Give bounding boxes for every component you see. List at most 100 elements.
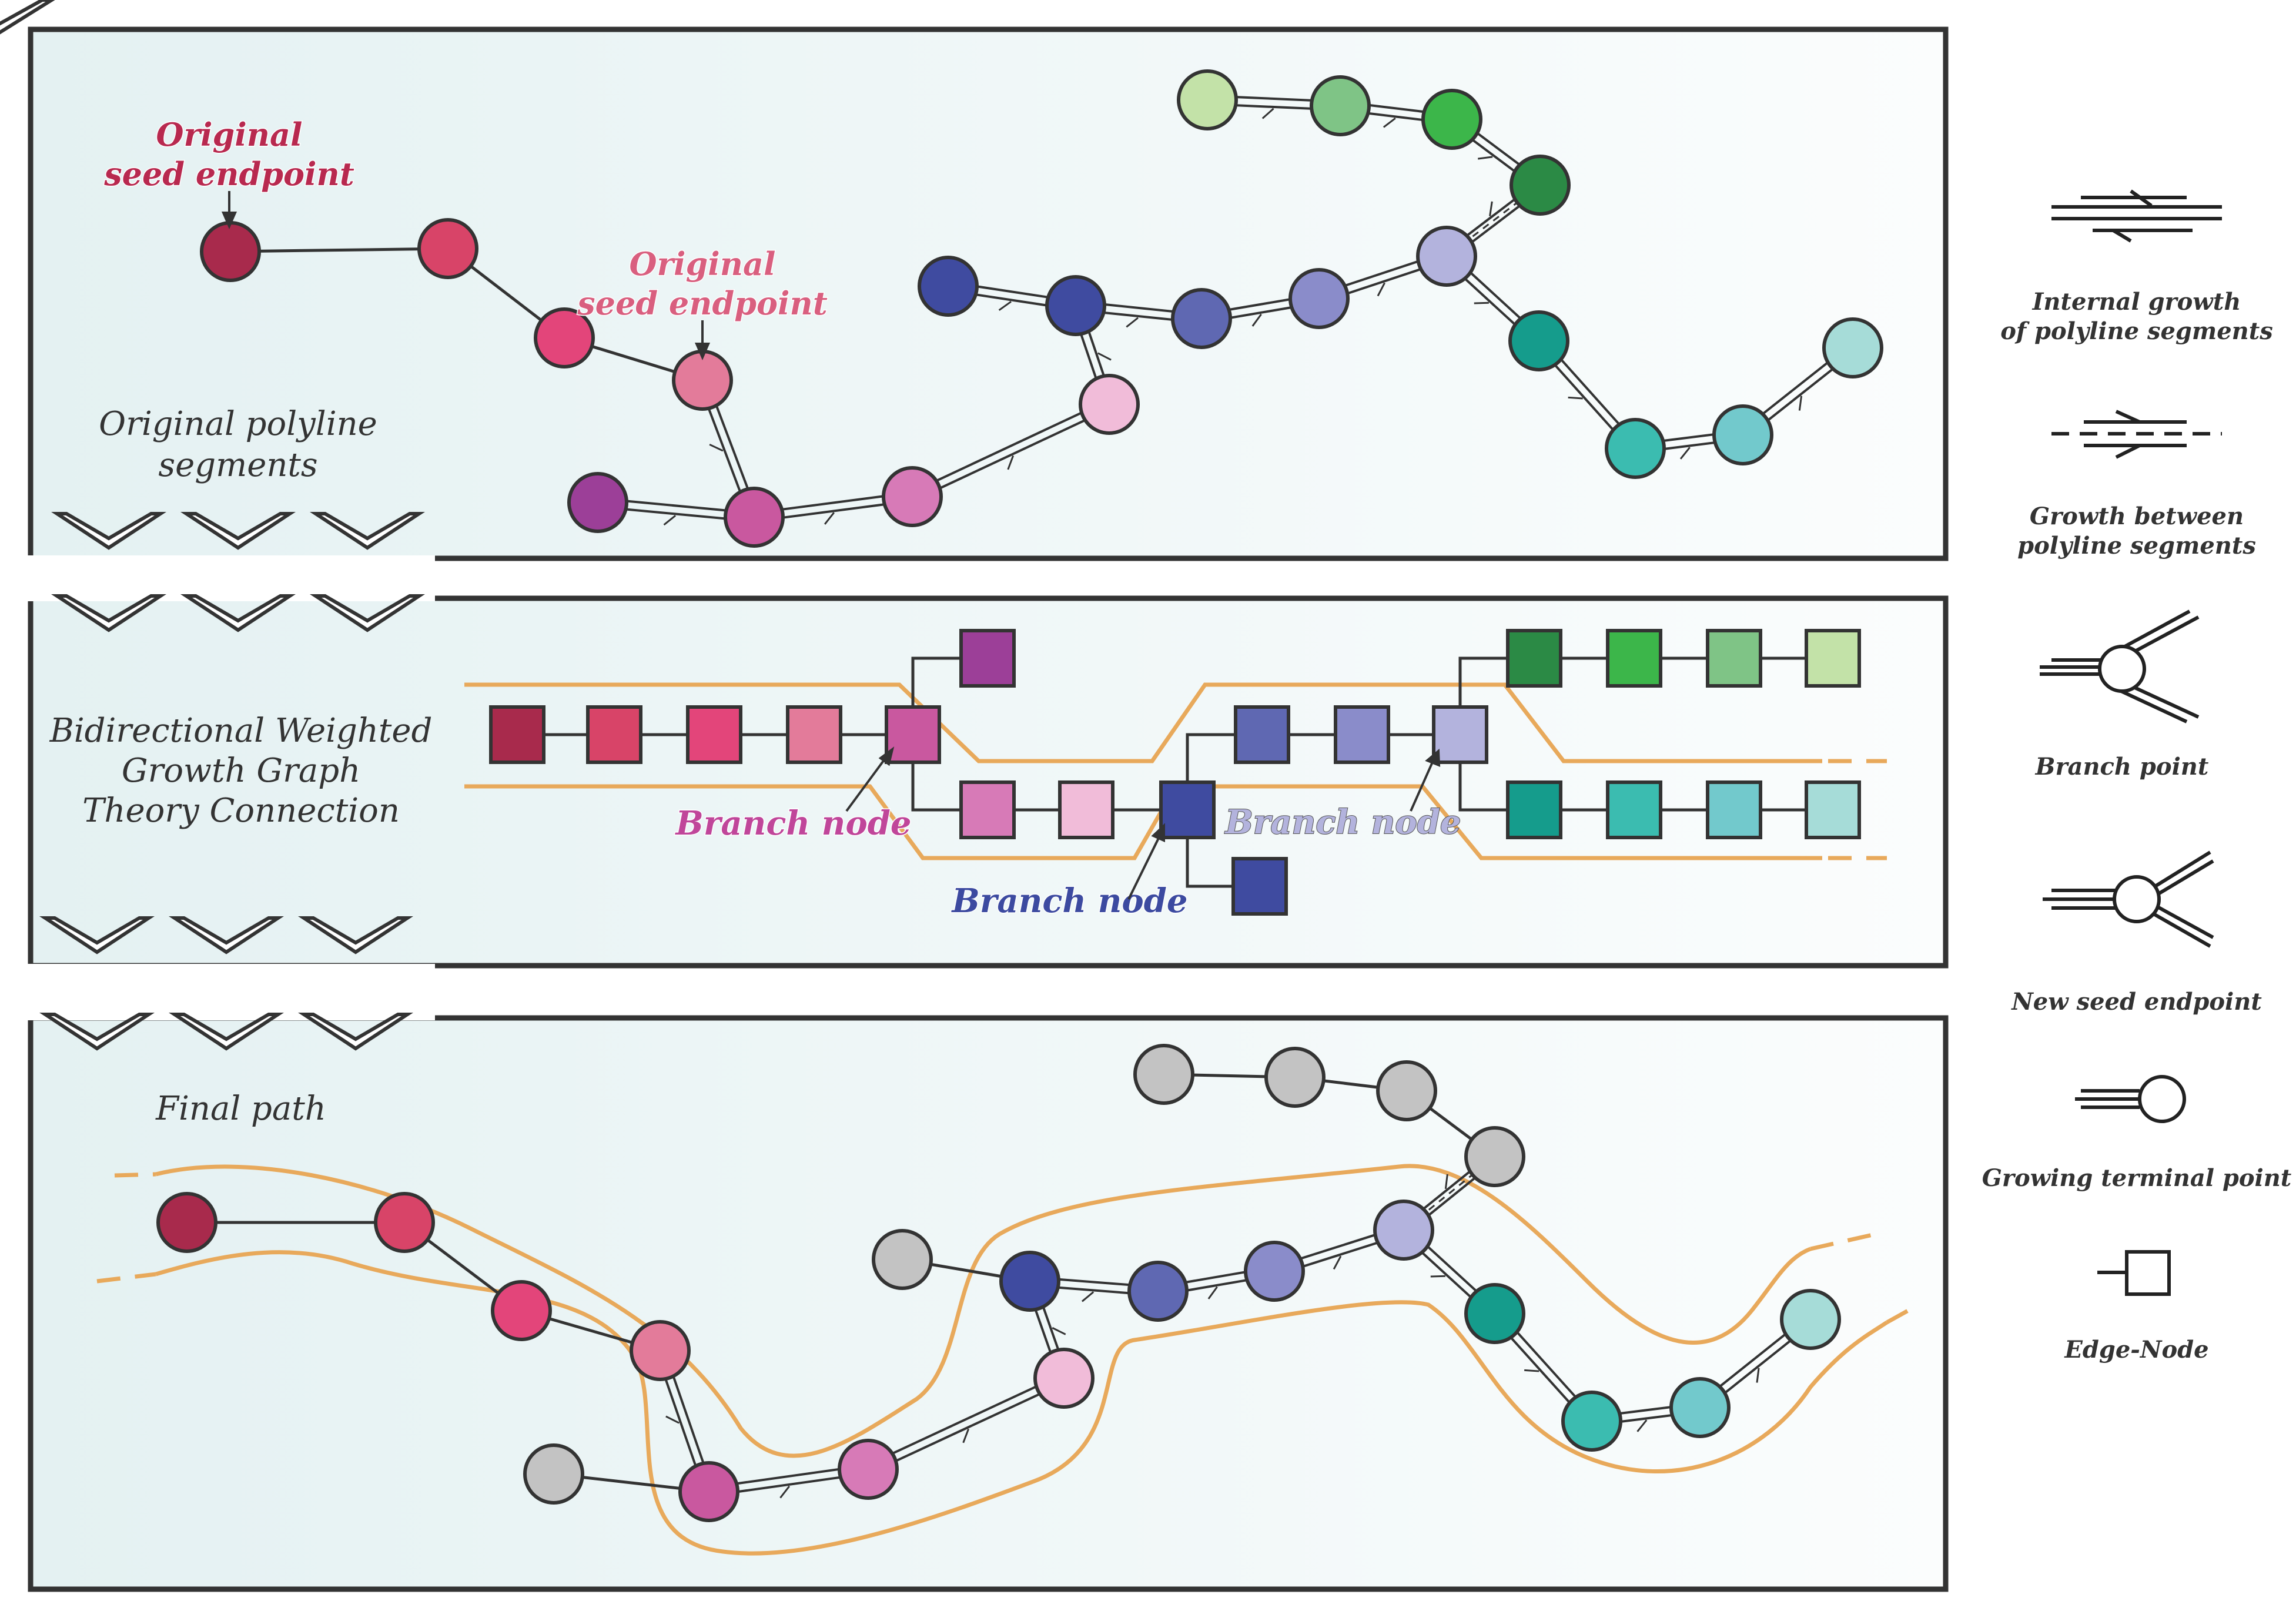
graph-square — [1805, 629, 1861, 688]
legend-branch-point-icon — [2040, 609, 2200, 723]
final-node — [156, 1192, 217, 1253]
growth-tick — [1377, 282, 1385, 297]
growth-tick — [1524, 1369, 1539, 1372]
chevron-4 — [180, 594, 296, 632]
legend-growing-terminal-icon — [2075, 1075, 2186, 1123]
top-node — [1177, 69, 1238, 130]
final-node — [1561, 1391, 1622, 1452]
growth-tick — [998, 300, 1012, 311]
final-node — [1464, 1126, 1525, 1187]
graph-square — [1231, 857, 1288, 916]
middle-panel-title-line1: Bidirectional Weighted — [49, 712, 433, 750]
growth-tick — [1333, 1255, 1342, 1270]
graph-square — [1706, 780, 1762, 839]
graph-square — [1606, 780, 1662, 839]
graph-square — [959, 780, 1016, 839]
top-node — [1079, 374, 1140, 435]
chevron-11 — [297, 1013, 414, 1051]
final-node — [1464, 1283, 1525, 1344]
growth-tick — [1756, 1368, 1760, 1383]
top-node — [1822, 317, 1883, 378]
growth-tick — [1478, 156, 1493, 160]
graph-square — [1159, 780, 1216, 839]
top-node — [1171, 288, 1232, 349]
final-node — [872, 1229, 933, 1290]
final-node — [1127, 1261, 1189, 1322]
top-node — [882, 466, 943, 527]
corridor-dash — [96, 1172, 1915, 1325]
growth-tick — [1798, 396, 1803, 411]
corridor-lower — [464, 784, 1822, 860]
legend-new-seed-endpoint: New seed endpoint — [2010, 988, 2262, 1016]
legend-internal-growth-icon — [2051, 189, 2222, 243]
chevron-7 — [168, 916, 285, 954]
growth-tick — [663, 515, 677, 526]
chevron-group — [0, 0, 55, 35]
growth-tick — [1081, 1291, 1095, 1302]
graph-square — [1506, 780, 1562, 839]
chevron-0 — [51, 512, 167, 550]
growth-tick — [1097, 352, 1112, 361]
final-node — [1133, 1044, 1194, 1105]
growth-tick — [1489, 201, 1493, 216]
graph-square — [786, 705, 842, 764]
middle-panel-title-line3: Theory Connection — [82, 792, 400, 830]
panel-original-segments — [28, 26, 1949, 561]
legend — [2040, 189, 2222, 1296]
seed-label-2-line2: seed endpoint — [577, 284, 828, 322]
seed-label-2-line1: Original — [629, 245, 775, 283]
top-node — [200, 221, 261, 282]
bottom-panel-title: Final path — [155, 1090, 326, 1128]
legend-growth-between-icon — [2051, 410, 2222, 459]
growth-tick — [1126, 317, 1139, 328]
final-node — [678, 1461, 739, 1522]
legend-internal-growth-line1: Internal growth — [2032, 288, 2241, 316]
chevron-6 — [39, 916, 155, 954]
top-node — [567, 472, 628, 533]
growth-tick — [1636, 1419, 1648, 1432]
top-node — [534, 307, 595, 369]
growth-tick — [1251, 313, 1262, 327]
top-node — [417, 218, 478, 279]
top-node — [1416, 226, 1477, 287]
graph-square — [1706, 629, 1762, 688]
pointer-arrows — [221, 191, 1441, 900]
node-layer — [156, 69, 1883, 1522]
top-node — [1712, 404, 1773, 465]
growth-tick — [1052, 1326, 1066, 1335]
growth-tick — [1207, 1286, 1218, 1299]
top-node — [1510, 155, 1571, 216]
legend-growth-between-line1: Growth between — [2030, 503, 2244, 530]
corridor-dash — [470, 682, 517, 789]
legend-branch-point: Branch point — [2035, 753, 2209, 780]
growth-tick — [824, 512, 835, 525]
final-node — [1669, 1377, 1731, 1438]
growth-tick — [1568, 396, 1583, 400]
top-node — [918, 256, 979, 317]
legend-edge-node: Edge-Node — [2064, 1336, 2208, 1364]
legend-growing-terminal-point: Growing terminal point — [1982, 1164, 2292, 1192]
growth-edge — [913, 407, 1112, 502]
legend-internal-growth-line2: of polyline segments — [2000, 317, 2273, 345]
growth-tick — [1383, 118, 1396, 128]
final-node — [523, 1443, 584, 1505]
growth-edge — [910, 399, 1108, 494]
graph-square — [1334, 705, 1390, 764]
graph-square — [959, 629, 1016, 688]
final-node — [1264, 1047, 1326, 1108]
growth-tick — [779, 1485, 791, 1499]
seed-label-1-line2: seed endpoint — [103, 155, 354, 193]
final-node — [1244, 1241, 1305, 1302]
growth-tick — [1444, 1174, 1448, 1190]
growth-tick — [962, 1428, 970, 1443]
growth-edge — [866, 1373, 1063, 1467]
growth-tick — [665, 1415, 680, 1424]
chevron-5 — [309, 594, 426, 632]
middle-panel-title-line2: Growth Graph — [122, 752, 360, 790]
top-panel-title-line1: Original polyline — [99, 405, 377, 443]
graph-square — [489, 705, 545, 764]
top-node — [1045, 275, 1106, 336]
graph-square — [586, 705, 642, 764]
top-node — [1310, 75, 1371, 136]
